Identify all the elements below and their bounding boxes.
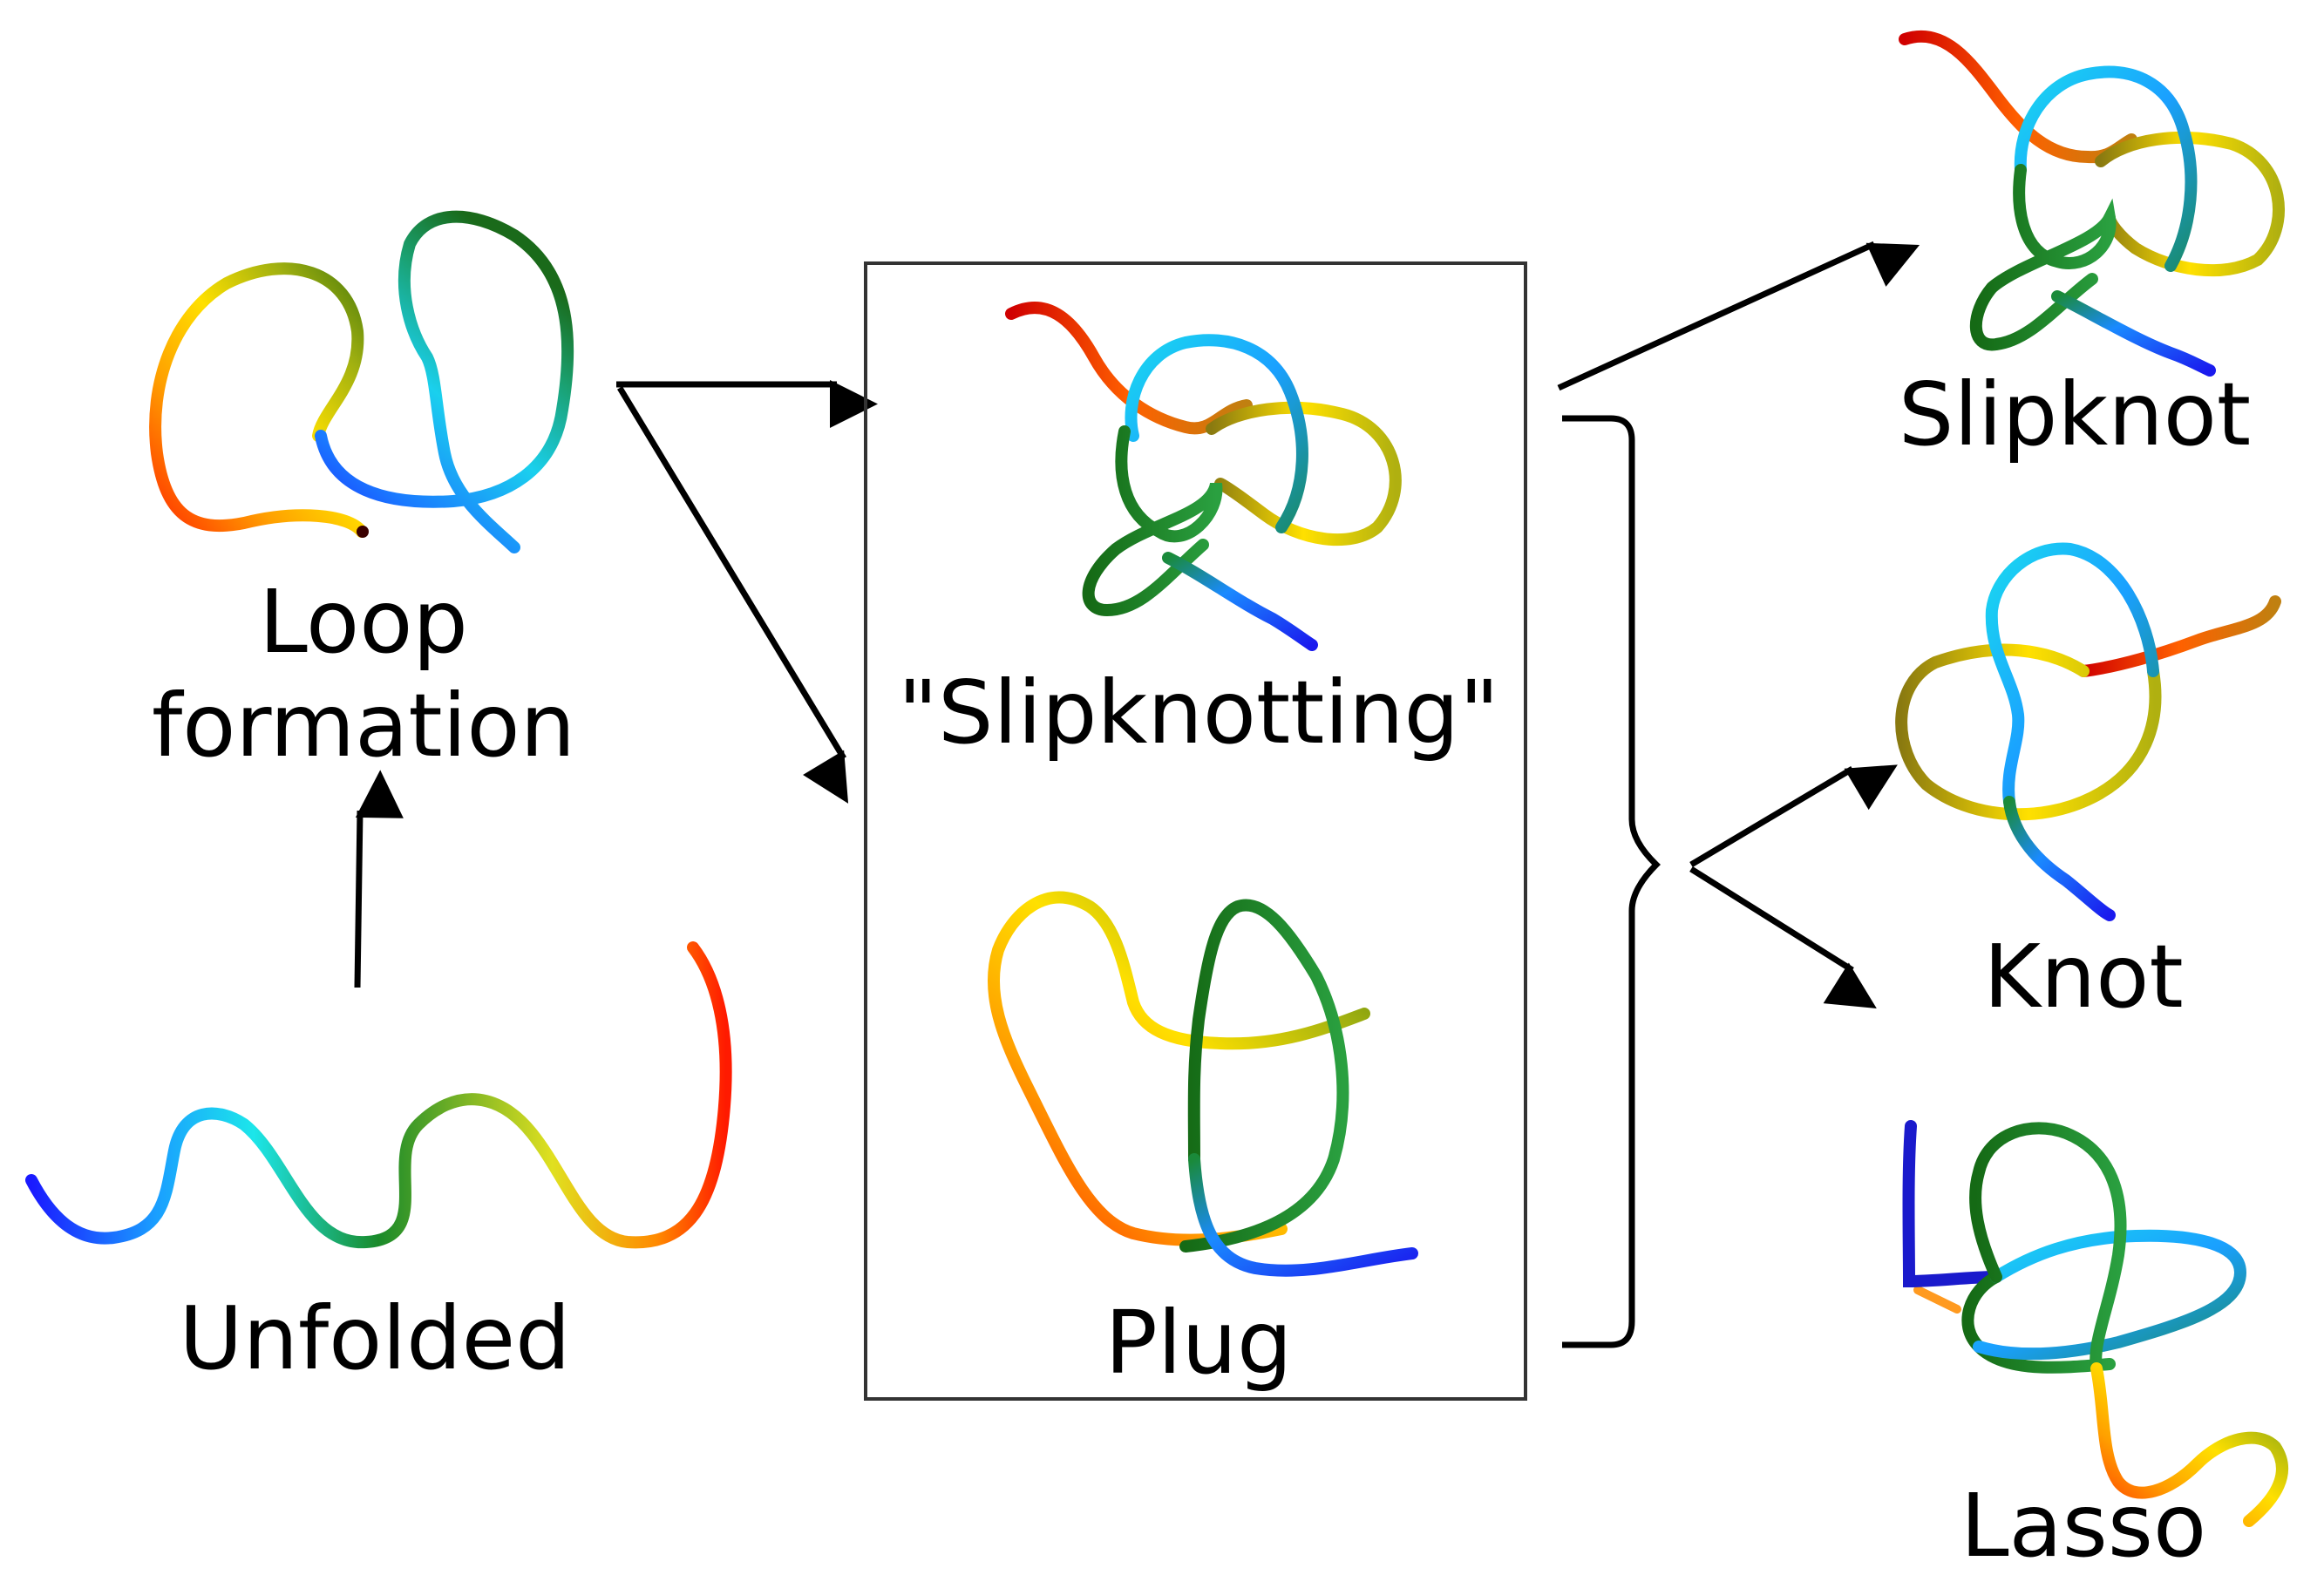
arrow-unfolded-to-loop (354, 770, 404, 988)
knot-structure (1895, 542, 2281, 921)
unfolded-chain (25, 941, 732, 1249)
arrow-to-knot (1689, 764, 1898, 868)
loop-chain (149, 210, 574, 553)
arrow-loop-to-plug (617, 386, 849, 804)
arrow-to-slipknot (1557, 241, 1920, 391)
plug-label: Plug (1105, 1292, 1293, 1394)
plug-structure (987, 891, 1418, 1277)
intermediates-box (864, 261, 1527, 1401)
loop-formation-label-line1: Loop (259, 571, 468, 673)
lasso-structure (1902, 1120, 2289, 1527)
slipknotting-label: "Slipknotting" (898, 662, 1499, 764)
slipknot-label: Slipknot (1899, 363, 2251, 465)
labels: Loop formation Unfolded "Slipknotting" P… (152, 363, 2251, 1575)
arrows (354, 241, 1920, 1348)
unfolded-label: Unfolded (179, 1287, 570, 1389)
slipknot-structure (1899, 30, 2285, 377)
arrow-to-lasso (1689, 866, 1877, 1009)
curly-brace (1562, 415, 1661, 1348)
slipknotting-structure (1005, 302, 1402, 651)
knot-label: Knot (1983, 926, 2183, 1028)
loop-formation-label-line2: formation (152, 675, 575, 777)
lasso-label: Lasso (1960, 1475, 2206, 1575)
